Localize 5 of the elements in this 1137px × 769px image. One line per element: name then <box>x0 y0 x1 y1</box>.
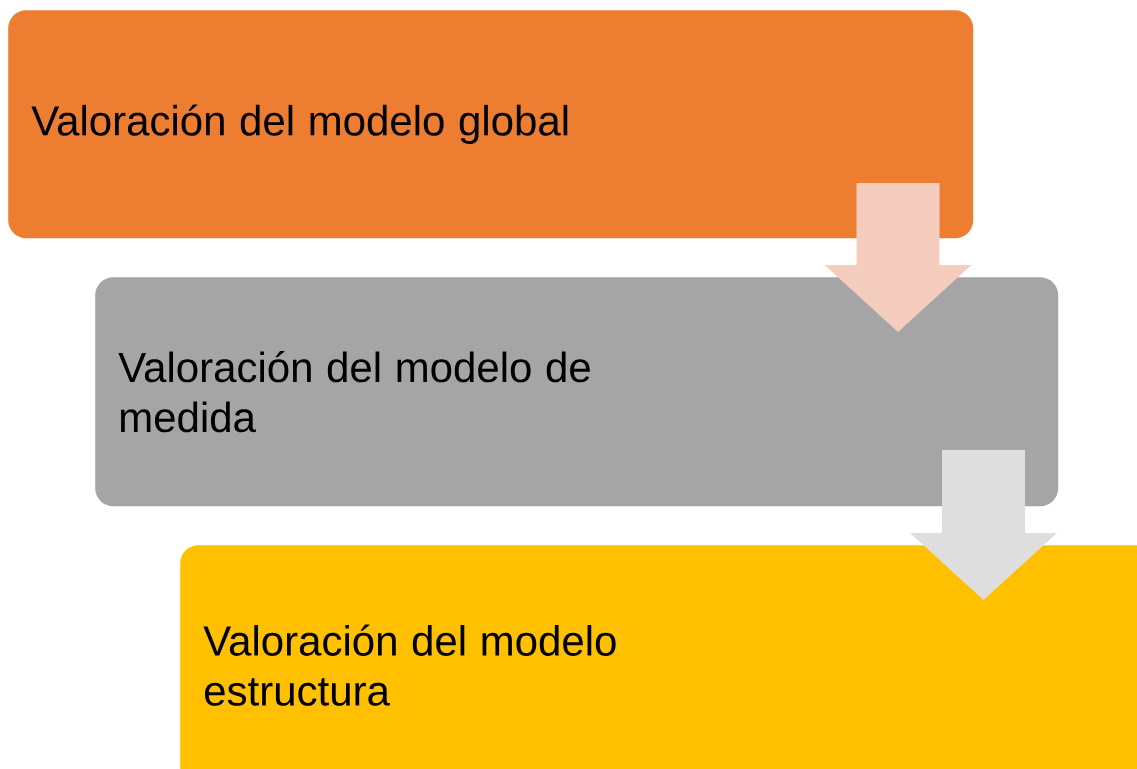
block-arrow <box>824 183 972 332</box>
process-box: Valoración del modelo global <box>8 10 974 239</box>
block-arrow <box>910 450 1057 600</box>
process-box: Valoración del modelo de medida <box>95 277 1059 507</box>
process-box: Valoración del modelo estructura <box>180 545 1137 769</box>
